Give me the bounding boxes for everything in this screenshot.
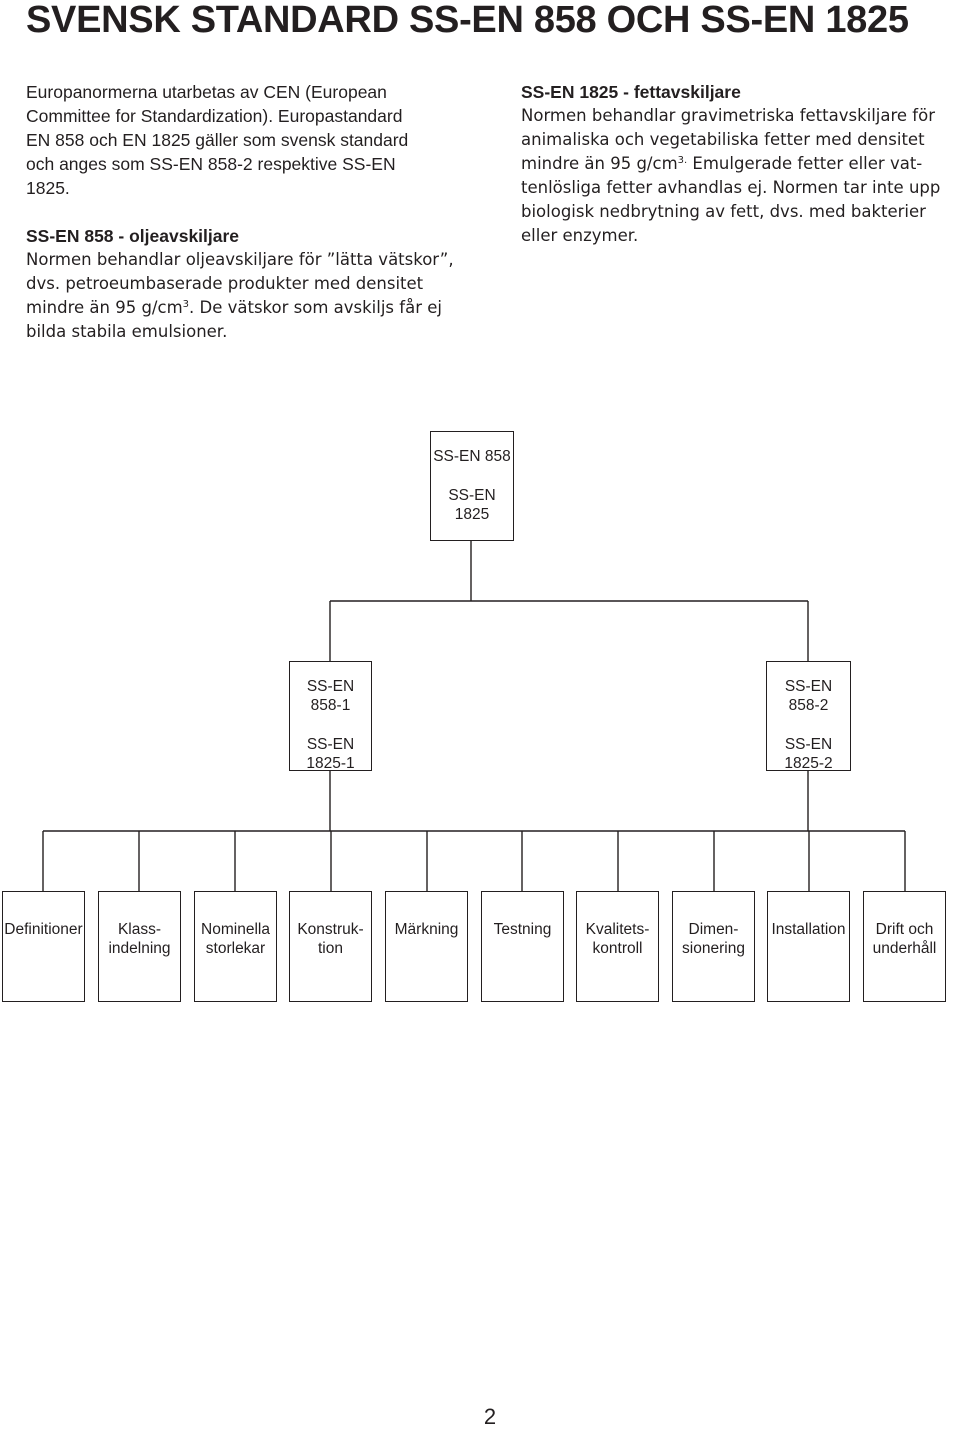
body-line: bilda stabila emulsioner.	[26, 322, 228, 341]
leaf-box-testning: Testning	[481, 891, 564, 1002]
box-label: Definitioner	[4, 921, 83, 938]
leaf-box-konstruktion: Konstruk- tion	[289, 891, 372, 1002]
body-line: . De vätskor som avskiljs får ej	[189, 298, 442, 317]
leaf-box-markning: Märkning	[385, 891, 468, 1002]
leaf-box-kvalitetskontroll: Kvalitets- kontroll	[576, 891, 659, 1002]
leaf-box-definitioner: Definitioner	[2, 891, 85, 1002]
box-label: 1825-2	[784, 755, 833, 772]
box-label: underhåll	[872, 940, 937, 957]
box-label: Dimen-	[688, 921, 739, 938]
box-label: Nominella	[201, 921, 270, 938]
body-line: Emulgerade fetter eller vat-	[687, 154, 923, 173]
body-line: animaliska och vegetabiliska fetter med …	[521, 130, 925, 149]
root-standard-box: SS-EN 858 SS-EN 1825	[430, 431, 514, 541]
box-label: Kvalitets-	[585, 921, 650, 938]
box-label: SS-EN 858	[433, 448, 511, 465]
intro-line: 1825.	[26, 178, 70, 198]
leaf-box-installation: Installation	[767, 891, 850, 1002]
oil-separator-paragraph: Normen behandlar oljeavskiljare för ”lät…	[26, 248, 486, 344]
box-label: Klass-	[117, 921, 162, 938]
body-line: biologisk nedbrytning av fett, dvs. med …	[521, 202, 926, 221]
box-label: sionering	[682, 940, 745, 957]
box-label: Märkning	[394, 921, 459, 938]
leaf-box-klassindelning: Klass- indelning	[98, 891, 181, 1002]
leaf-box-drift-och-underhall: Drift och underhåll	[863, 891, 946, 1002]
body-line: Normen behandlar gravimetriska fettavski…	[521, 106, 935, 125]
box-label: SS-EN	[306, 678, 355, 695]
page-title: SVENSK STANDARD SS-EN 858 OCH SS-EN 1825	[26, 0, 909, 41]
box-label: SS-EN	[306, 736, 355, 753]
body-line: mindre än 95 g/cm	[521, 154, 678, 173]
page-number: 2	[483, 1404, 497, 1429]
box-label: SS-EN	[784, 736, 833, 753]
grease-separator-heading: SS-EN 1825 - fettavskiljare	[521, 82, 741, 102]
left-column: Europanormerna utarbetas av CEN (Europea…	[26, 80, 486, 344]
intro-line: och anges som SS-EN 858-2 respektive SS-…	[26, 154, 396, 174]
box-label: 1825	[454, 506, 490, 523]
box-label: 858-1	[310, 697, 351, 714]
intro-line: Europanormerna utarbetas av CEN (Europea…	[26, 82, 387, 102]
superscript: 3	[182, 299, 190, 310]
part-2-box: SS-EN 858-2 SS-EN 1825-2	[766, 661, 851, 772]
box-label: Konstruk-	[297, 921, 364, 938]
box-label: Drift och	[875, 921, 934, 938]
intro-line: Committee for Standardization). Europast…	[26, 106, 403, 126]
intro-paragraph: Europanormerna utarbetas av CEN (Europea…	[26, 80, 486, 200]
oil-separator-heading: SS-EN 858 - oljeavskiljare	[26, 226, 240, 246]
box-label: SS-EN	[448, 487, 496, 504]
intro-line: EN 858 och EN 1825 gäller som svensk sta…	[26, 130, 409, 150]
box-label: kontroll	[592, 940, 643, 957]
box-label: 1825-1	[306, 755, 355, 772]
box-label: indelning	[108, 940, 171, 957]
box-label: Installation	[771, 921, 846, 938]
body-line: eller enzymer.	[521, 226, 639, 245]
superscript: 3.	[677, 155, 688, 166]
part-1-box: SS-EN 858-1 SS-EN 1825-1	[289, 661, 372, 772]
leaf-box-nominella-storlekar: Nominella storlekar	[194, 891, 277, 1002]
box-label: SS-EN	[784, 678, 833, 695]
right-column: SS-EN 1825 - fettavskiljare Normen behan…	[521, 80, 960, 248]
box-label: storlekar	[205, 940, 266, 957]
grease-separator-paragraph: Normen behandlar gravimetriska fettavski…	[521, 104, 960, 248]
body-line: mindre än 95 g/cm	[26, 298, 183, 317]
box-label: Testning	[493, 921, 552, 938]
body-line: Normen behandlar oljeavskiljare för ”lät…	[26, 250, 454, 269]
box-label: 858-2	[788, 697, 829, 714]
leaf-box-dimensionering: Dimen- sionering	[672, 891, 755, 1002]
body-line: tenlösliga fetter avhandlas ej. Normen t…	[521, 178, 941, 197]
box-label: tion	[318, 940, 343, 957]
body-line: dvs. petroeumbaserade produkter med dens…	[26, 274, 424, 293]
